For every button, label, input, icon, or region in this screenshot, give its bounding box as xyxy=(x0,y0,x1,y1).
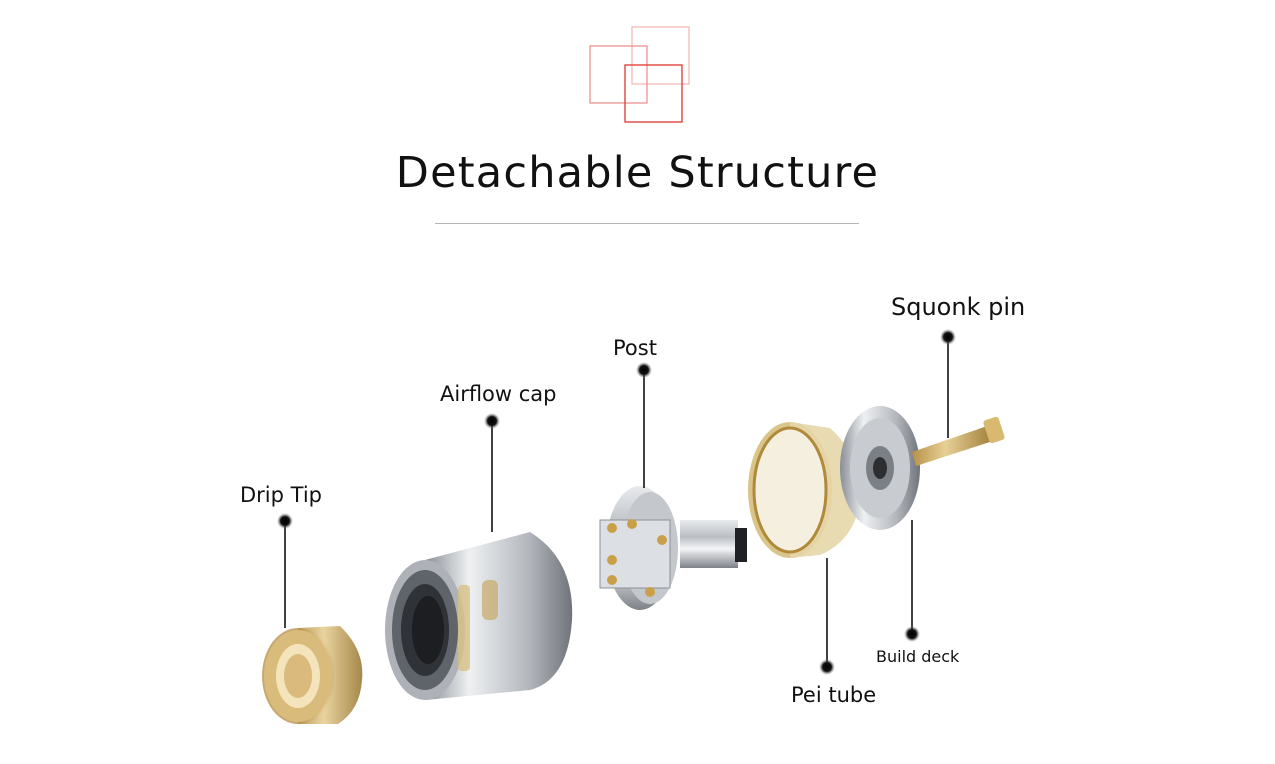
callout-dot-drip-tip xyxy=(277,513,293,529)
callout-dot-airflow-cap xyxy=(484,413,500,429)
build-deck-part xyxy=(840,406,920,530)
label-post: Post xyxy=(613,336,657,360)
decorative-squares-logo xyxy=(589,26,690,123)
callout-dot-squonk-pin xyxy=(940,329,956,345)
drip-tip-part xyxy=(262,626,363,724)
callout-dot-post xyxy=(636,362,652,378)
label-pei-tube: Pei tube xyxy=(791,683,877,707)
post-part xyxy=(599,486,747,610)
airflow-cap-part xyxy=(385,532,573,700)
page-title: Detachable Structure xyxy=(395,148,880,198)
callout-lines xyxy=(284,338,949,666)
label-airflow-cap: Airflow cap xyxy=(440,382,557,406)
label-drip-tip: Drip Tip xyxy=(240,483,322,507)
label-build-deck: Build deck xyxy=(876,647,960,666)
title-divider xyxy=(435,223,859,224)
callout-dot-pei-tube xyxy=(819,659,835,675)
callout-dots xyxy=(277,329,956,675)
callout-dot-build-deck xyxy=(904,626,920,642)
label-squonk-pin: Squonk pin xyxy=(891,293,1026,321)
squonk-pin-part xyxy=(912,416,1005,466)
